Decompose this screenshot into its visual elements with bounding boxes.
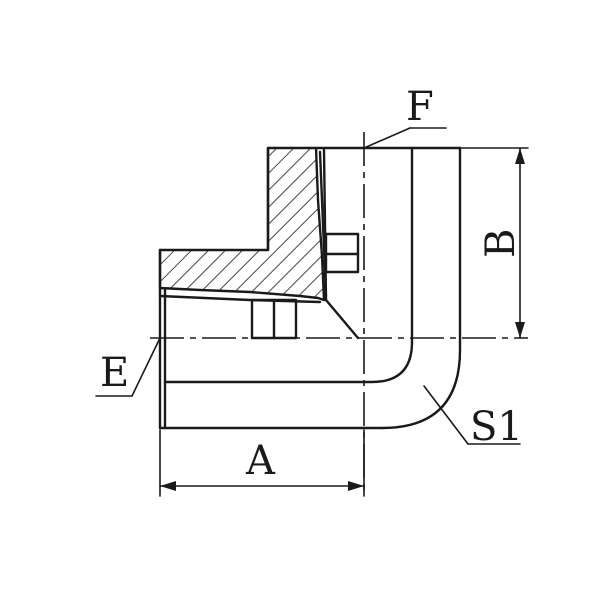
leader-lines xyxy=(95,127,521,445)
label-a: A xyxy=(245,438,276,484)
label-s1: S1 xyxy=(470,404,523,450)
label-f: F xyxy=(406,84,434,130)
center-lines xyxy=(150,132,528,490)
label-e: E xyxy=(100,350,129,396)
dimension-a xyxy=(159,429,365,497)
thread-grooves xyxy=(250,232,360,340)
label-b: B xyxy=(478,229,524,258)
dimension-b xyxy=(459,147,529,339)
hatched-section xyxy=(158,146,326,302)
